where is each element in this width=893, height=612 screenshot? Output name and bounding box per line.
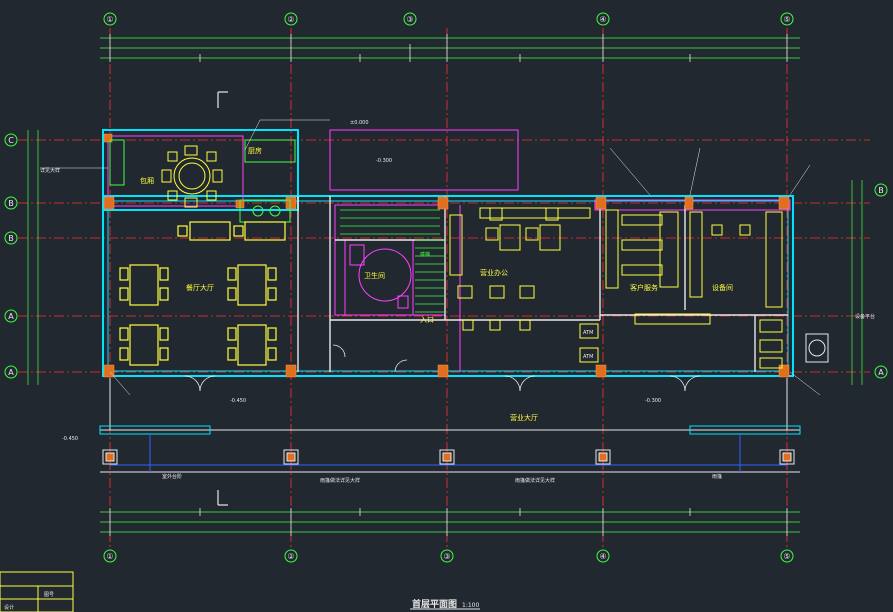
drawing-scale: 1:100 [462, 602, 479, 609]
label-kitchen: 厨房 [248, 146, 262, 155]
note-front-porch: 室外台阶 [162, 473, 182, 480]
grid-label-5-bot: ⑤ [783, 552, 790, 561]
annotations: 雨篷做法详见大样 雨篷做法详见大样 雨篷 室外台阶 详见大样 设备平台 ±0.0… [40, 120, 875, 484]
label-office: 营业办公 [480, 268, 508, 277]
label-hall: 营业大厅 [510, 413, 538, 422]
dining-table-5 [177, 221, 286, 241]
grid-label-row-b: B [8, 199, 14, 208]
grid-label-row-a: A [8, 368, 14, 377]
grid-label-row-a2: A [8, 312, 14, 321]
note-bottom-right: 雨篷 [712, 473, 722, 480]
grid-label-5-top: ⑤ [783, 15, 790, 24]
label-stairs: 楼梯 [420, 251, 430, 258]
grid-bubbles-top [4, 12, 888, 563]
grid-label-3a-top: ③ [406, 15, 413, 24]
round-table-group [161, 145, 223, 208]
office-furniture [449, 207, 591, 331]
dining-table-2 [227, 264, 277, 306]
titleblock-row2: 设计 [4, 604, 14, 611]
dimension-lines [27, 37, 863, 533]
label-atm-2: ATM [583, 354, 593, 360]
dining-table-3 [119, 324, 169, 366]
label-private-room: 包厢 [140, 176, 154, 185]
label-dining-hall: 餐厅大厅 [186, 283, 214, 292]
dimension-ticks [109, 34, 788, 536]
grid-label-row-b-right: B [878, 186, 884, 195]
label-atm-1: ATM [583, 330, 593, 336]
label-storage: 设备间 [712, 283, 733, 292]
note-bottom-mid: 雨篷做法详见大样 [515, 477, 555, 484]
equipment-room [759, 319, 829, 369]
grid-label-1-top: ① [106, 15, 113, 24]
elev-5: -0.450 [62, 436, 78, 442]
stairs [340, 209, 445, 313]
grid-label-1-bot: ① [106, 552, 113, 561]
elev-1: ±0.000 [350, 120, 369, 126]
front-doors [184, 344, 701, 392]
grid-label-row-b2: B [8, 234, 14, 243]
private-room-kitchen-fixtures [109, 139, 296, 223]
grid-label-4-top: ④ [599, 15, 606, 24]
elev-3: -0.450 [230, 398, 246, 404]
dining-tables [119, 221, 286, 366]
grid-label-2-top: ② [287, 15, 294, 24]
drawing-title: 首层平面图 [412, 598, 457, 610]
grid-label-row-a-right: A [878, 368, 884, 377]
grid-label-2-bot: ② [287, 552, 294, 561]
grid-label-3-bot: ③ [443, 552, 450, 561]
leader-lines [40, 119, 821, 396]
grid-bubble-labels: ① ② ③ ④ ⑤ ① ② ③ ④ ⑤ C B B A A B A [8, 15, 884, 561]
titleblock-row1: 图号 [44, 592, 54, 598]
round-table [173, 157, 211, 195]
note-bottom-left: 雨篷做法详见大样 [320, 477, 360, 484]
title-block [0, 571, 74, 612]
grid-label-row-c: C [8, 136, 14, 145]
washroom-fixtures [349, 244, 412, 309]
columns [103, 133, 790, 378]
elev-4: -0.300 [645, 398, 661, 404]
dining-table-1 [119, 264, 169, 306]
elev-2: -0.300 [376, 158, 392, 164]
grid-label-4-bot: ④ [599, 552, 606, 561]
grid-axis-lines [18, 28, 870, 548]
label-entrance: 入口 [420, 316, 434, 324]
dining-table-4 [227, 324, 277, 366]
label-service: 客户服务 [630, 283, 658, 292]
note-left: 详见大样 [40, 167, 60, 174]
section-markers [217, 91, 228, 506]
room-labels: 包厢 餐厅大厅 厨房 卫生间 营业办公 营业大厅 客户服务 设备间 入口 ATM… [140, 146, 733, 422]
service-counters [579, 209, 783, 363]
note-right: 设备平台 [855, 313, 875, 320]
canopy-posts [102, 449, 795, 465]
label-wash: 卫生间 [364, 271, 385, 280]
front-canopy [99, 378, 801, 473]
